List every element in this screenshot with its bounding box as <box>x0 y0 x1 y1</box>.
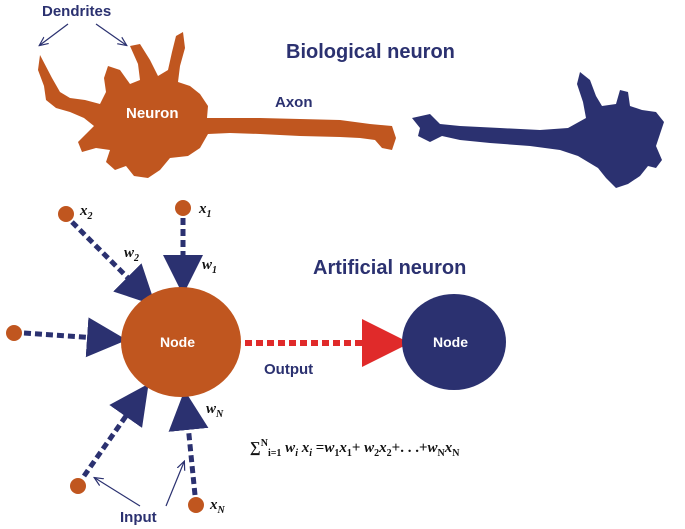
input-label: Input <box>120 509 157 526</box>
biological-neuron-body <box>38 32 396 178</box>
input-pointer-left <box>95 478 141 507</box>
weight-var-w1: w1 <box>202 257 218 276</box>
dendrites-label: Dendrites <box>42 3 112 20</box>
input-pointer-right <box>165 462 184 507</box>
input-arrow-xN <box>168 390 209 496</box>
output-label: Output <box>264 361 314 378</box>
input-var-xN: xN <box>210 497 225 516</box>
input-arrow-bottom-left <box>81 383 149 478</box>
biological-neuron-title: Biological neuron <box>286 41 455 63</box>
input-var-x1: x1 <box>199 201 212 220</box>
node-main <box>121 287 241 397</box>
input-node-bottom-left <box>70 478 86 494</box>
input-node-x2 <box>58 206 74 222</box>
dendrites-pointer-left <box>40 23 69 45</box>
input-node-xN <box>188 497 204 513</box>
weighted-sum-formula: ∑Ni=1 wi xi =w1x1+ w2x2+. . .+wNxN <box>250 438 460 459</box>
dendrites-pointer-right <box>95 23 126 45</box>
node-main-label: Node <box>160 334 195 350</box>
input-var-x2: x2 <box>80 203 93 222</box>
node-output-label: Node <box>433 334 468 350</box>
axon-label: Axon <box>275 94 313 111</box>
weight-var-w2: w2 <box>124 245 140 264</box>
neuron-label: Neuron <box>126 105 179 122</box>
input-arrow-left <box>23 317 127 358</box>
weight-var-wN: wN <box>206 401 224 420</box>
input-node-left <box>6 325 22 341</box>
biological-axon-terminal <box>412 72 664 188</box>
input-arrow-x2 <box>70 220 156 306</box>
input-node-x1 <box>175 200 191 216</box>
node-output <box>402 294 506 390</box>
artificial-neuron-title: Artificial neuron <box>313 257 467 279</box>
